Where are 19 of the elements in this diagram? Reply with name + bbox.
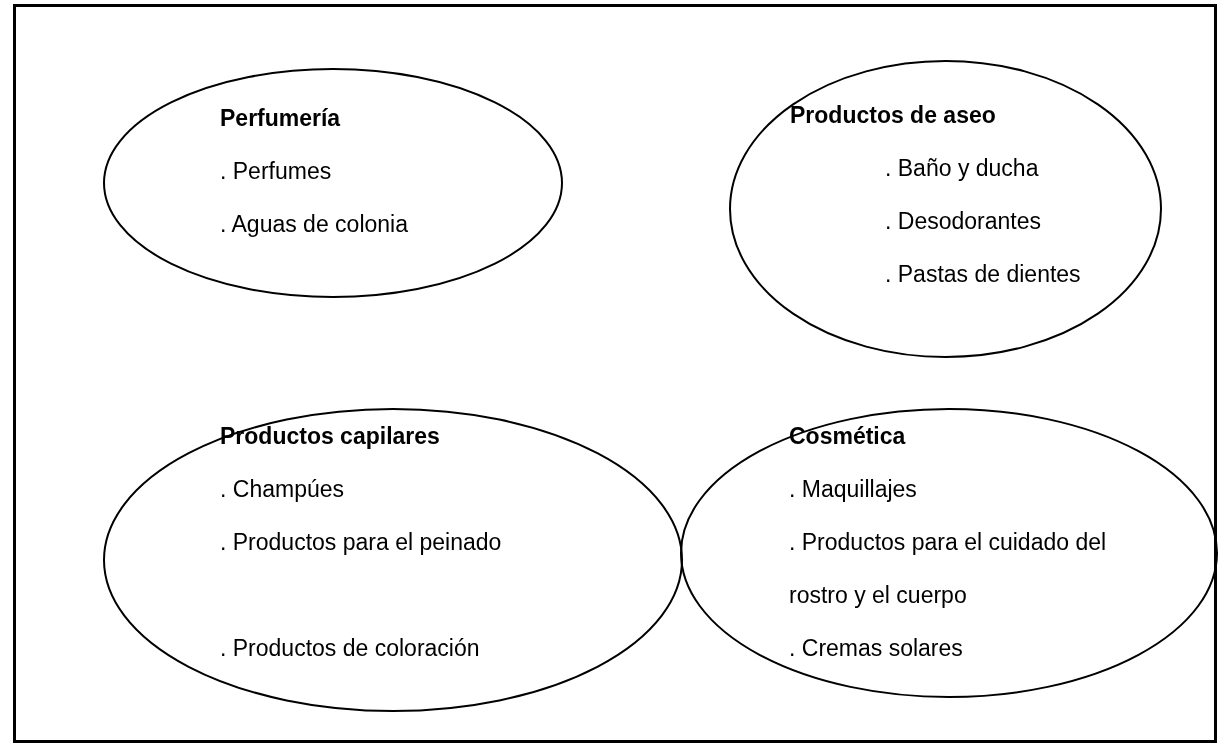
category-ellipse (103, 68, 563, 298)
category-ellipse (680, 408, 1218, 698)
list-item: . Baño y ducha (885, 154, 1040, 183)
list-item: . Champúes (220, 475, 345, 504)
list-item: . Maquillajes (789, 475, 918, 504)
list-item: . Productos para el cuidado del rostro y el cuerpo (789, 528, 1108, 610)
category-ellipse (729, 60, 1162, 358)
list-item: . Desodorantes (885, 207, 1042, 236)
category-heading: Cosmética (789, 422, 906, 451)
category-heading: Productos capilares (220, 422, 440, 451)
list-item: . Productos de coloración (220, 634, 481, 663)
list-item: . Perfumes (220, 157, 333, 186)
list-item: . Productos para el peinado (220, 528, 503, 557)
category-heading: Perfumería (220, 104, 341, 133)
category-ellipse (103, 408, 683, 712)
list-item: . Aguas de colonia (220, 210, 409, 239)
category-heading: Productos de aseo (790, 101, 996, 130)
list-item: . Pastas de dientes (885, 260, 1082, 289)
list-item: . Cremas solares (789, 634, 964, 663)
